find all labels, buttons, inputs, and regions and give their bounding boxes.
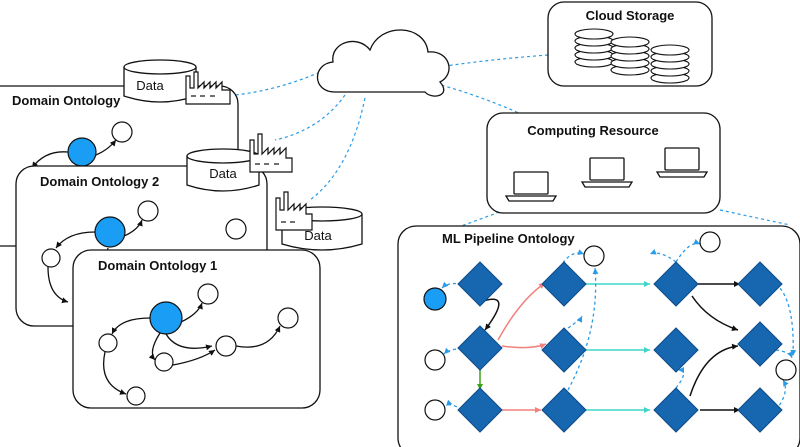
pipeline-step-node	[541, 387, 587, 433]
pipeline-step-node	[457, 261, 503, 307]
laptop-icon	[504, 171, 558, 202]
ontology-node	[775, 359, 797, 381]
computing-resource-label: Computing Resource	[527, 123, 658, 138]
ontology-node	[277, 307, 299, 329]
pipeline-step-node	[457, 387, 503, 433]
domain-ontology-2-label: Domain Ontology 2	[40, 174, 159, 189]
laptop-icon	[655, 147, 709, 178]
ontology-node	[94, 216, 126, 248]
pipeline-step-node	[653, 261, 699, 307]
ontology-node	[424, 399, 446, 421]
pipeline-step-node	[653, 387, 699, 433]
ontology-node	[126, 386, 146, 406]
data-label-2: Data	[209, 166, 237, 181]
pipeline-step-node	[541, 261, 587, 307]
pipeline-step-node	[737, 261, 783, 307]
cloud-storage-box: Cloud Storage	[547, 1, 713, 87]
pipeline-step-node	[737, 387, 783, 433]
ontology-node	[215, 335, 237, 357]
factory-icon	[275, 191, 313, 231]
pipeline-step-node	[457, 325, 503, 371]
ontology-node	[424, 349, 446, 371]
ontology-node	[149, 301, 183, 335]
ontology-node	[225, 218, 247, 240]
domain-ontology-1-box: Domain Ontology 1	[72, 249, 321, 409]
ontology-node	[699, 231, 721, 253]
ontology-node	[583, 245, 605, 267]
ontology-node	[98, 333, 118, 353]
ontology-node	[137, 200, 159, 222]
ontology-node	[423, 287, 447, 311]
ontology-node	[67, 137, 97, 167]
ml-pipeline-ontology-box: ML Pipeline Ontology	[397, 225, 800, 447]
pipeline-edges	[477, 281, 740, 413]
pipeline-step-node	[737, 321, 783, 367]
factory-icon	[185, 71, 231, 105]
ml-pipeline-ontology-label: ML Pipeline Ontology	[442, 231, 575, 246]
laptop-icon	[580, 157, 634, 188]
pipeline-step-node	[653, 327, 699, 373]
domain-ontology-1-label: Domain Ontology 1	[98, 258, 217, 273]
pipeline-step-node	[541, 327, 587, 373]
domain-ontology-3-label: Domain Ontology	[12, 93, 121, 108]
computing-resource-box: Computing Resource	[486, 112, 721, 214]
ontology-node	[41, 248, 61, 268]
ontology-node	[197, 283, 219, 305]
ontology-node	[154, 352, 174, 372]
cloud-storage-label: Cloud Storage	[586, 8, 675, 23]
disk-stack-icon	[574, 28, 690, 84]
ontology-node	[111, 121, 133, 143]
data-label-1: Data	[136, 78, 164, 93]
cloud-icon	[316, 29, 450, 97]
data-label-3: Data	[304, 228, 332, 243]
database-icon: Data	[186, 148, 260, 192]
database-icon: Data	[123, 59, 197, 103]
factory-icon	[249, 133, 293, 173]
